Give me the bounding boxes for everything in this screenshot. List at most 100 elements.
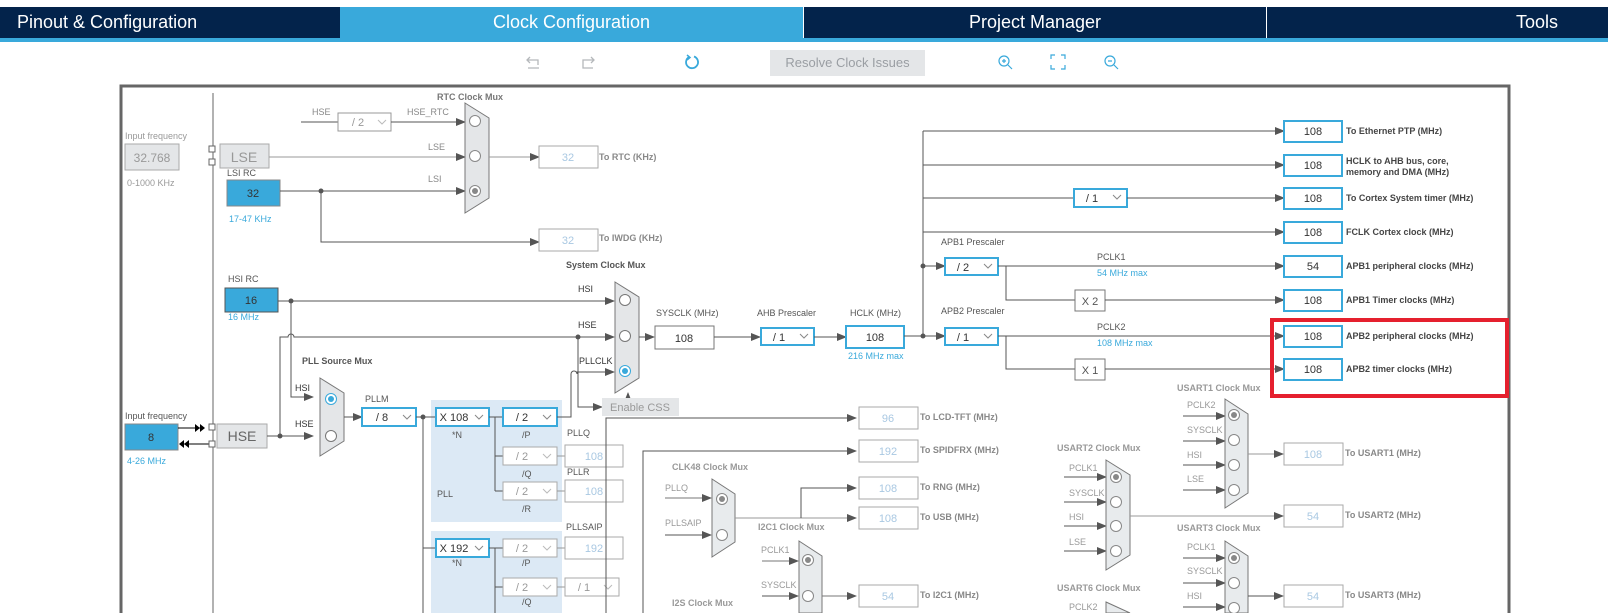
pll-source-radio-hse[interactable] (325, 430, 337, 442)
output-clock-box[interactable] (1283, 325, 1343, 348)
hse-to-sysmux-line (279, 333, 615, 436)
output-clock-value[interactable]: 108 (1304, 193, 1322, 205)
usart1-radio-hsi[interactable] (1228, 459, 1240, 471)
chevron-down-icon (983, 333, 993, 339)
pllm-select[interactable] (361, 407, 417, 427)
pll-source-mux-title: PLL Source Mux (302, 356, 372, 366)
pllr-output-value: 108 (585, 486, 603, 498)
pll-p-value[interactable]: / 2 (516, 412, 528, 424)
hse-rtc-divider-select[interactable] (337, 112, 392, 132)
output-clock-value[interactable]: 108 (1304, 227, 1322, 239)
output-clock-value[interactable]: 54 (1307, 261, 1319, 273)
i2c1-radio-sysclk[interactable] (802, 590, 814, 602)
usart2-radio-sysclk[interactable] (1110, 496, 1122, 508)
usart3-in-sysclk-label: SYSCLK (1187, 566, 1223, 576)
apb2-prescaler-value[interactable]: / 1 (957, 332, 969, 344)
lse-pin (208, 145, 216, 153)
hclk-input[interactable] (845, 325, 905, 349)
hclk-value[interactable]: 108 (866, 332, 884, 344)
apb2-timer-line (1005, 336, 1075, 370)
output-clock-value[interactable]: 108 (1304, 364, 1322, 376)
output-clock-box[interactable] (1283, 289, 1343, 312)
usart2-radio-hsi[interactable] (1110, 520, 1122, 532)
pll-r-value[interactable]: / 2 (516, 486, 528, 498)
undo-icon[interactable] (524, 52, 544, 72)
pll-q-value[interactable]: / 2 (516, 451, 528, 463)
clk48-radio-pllsaip[interactable] (716, 529, 728, 541)
usart3-in-hsi-label: HSI (1187, 591, 1202, 601)
clk48-clock-mux (711, 478, 736, 558)
hse-input-value[interactable]: 8 (148, 432, 154, 444)
output-clock-box[interactable] (1283, 358, 1343, 381)
enable-css-label[interactable]: Enable CSS (610, 402, 670, 414)
resolve-clock-issues-button[interactable]: Resolve Clock Issues (770, 50, 925, 76)
pllsai-q-label: /Q (522, 597, 532, 607)
output-clock-value[interactable]: 108 (1304, 126, 1322, 138)
zoom-in-icon[interactable] (995, 52, 1015, 72)
chevron-down-icon (542, 488, 552, 494)
peripheral-clock-value: 96 (882, 413, 894, 425)
hse-input-field[interactable] (124, 423, 179, 451)
sysmux-radio-hsi[interactable] (619, 294, 631, 306)
pllm-value[interactable]: / 8 (376, 412, 388, 424)
usart2-radio-lse[interactable] (1110, 545, 1122, 557)
tab-project-manager[interactable]: Project Manager (968, 12, 1102, 32)
lse-input-field[interactable] (124, 143, 180, 171)
usart1-in-hsi-label: HSI (1187, 450, 1202, 460)
apb1-prescaler-value[interactable]: / 2 (957, 262, 969, 274)
pllsai-q-div-value[interactable]: / 1 (578, 582, 590, 594)
tab-clock-configuration[interactable]: Clock Configuration (340, 7, 803, 38)
output-clock-box[interactable] (1283, 120, 1343, 143)
output-clock-box[interactable] (1283, 221, 1343, 244)
usart1-radio-sysclk[interactable] (1228, 434, 1240, 446)
tab-divider (803, 7, 804, 38)
output-clock-box[interactable] (1283, 154, 1343, 177)
rtc-output-value: 32 (562, 152, 574, 164)
pllsai-q-div-select[interactable] (564, 577, 620, 597)
usart3-radio-sysclk[interactable] (1228, 577, 1240, 589)
redo-icon[interactable] (577, 52, 597, 72)
peripheral-clock-box (858, 406, 919, 430)
cortex-timer-divider-select[interactable] (1073, 188, 1128, 208)
output-clock-value[interactable]: 108 (1304, 160, 1322, 172)
ahb-prescaler-value[interactable]: / 1 (773, 332, 785, 344)
pllsai-q-value[interactable]: / 2 (516, 582, 528, 594)
cortex-timer-divider-value[interactable]: / 1 (1086, 193, 1098, 205)
tab-pinout-configuration[interactable]: Pinout & Configuration (17, 12, 198, 32)
i2c1-mux-title: I2C1 Clock Mux (758, 522, 825, 532)
pllsai-p-value[interactable]: / 2 (516, 543, 528, 555)
output-clock-label: HCLK to AHB bus, core, (1346, 156, 1449, 166)
fit-to-screen-icon[interactable] (1048, 52, 1068, 72)
apb1-timer-line (1005, 266, 1075, 301)
zoom-out-icon[interactable] (1101, 52, 1121, 72)
iwdg-output-value: 32 (562, 235, 574, 247)
usart3-radio-hsi[interactable] (1228, 602, 1240, 613)
peripheral-clock-box (858, 439, 919, 463)
hse-rtc-divider-value[interactable]: / 2 (352, 117, 364, 129)
tab-tools[interactable]: Tools (1515, 12, 1558, 32)
pllsai-n-value[interactable]: X 192 (440, 543, 469, 555)
pll-n-value[interactable]: X 108 (440, 412, 469, 424)
output-clock-box[interactable] (1283, 187, 1343, 210)
usart1-radio-lse[interactable] (1228, 484, 1240, 496)
output-clock-value[interactable]: 108 (1304, 295, 1322, 307)
chevron-down-icon (542, 414, 552, 420)
output-clock-value[interactable]: 108 (1304, 331, 1322, 343)
enable-css-button[interactable] (602, 398, 679, 416)
sysmux-radio-hse[interactable] (619, 330, 631, 342)
lse-input-value[interactable]: 32.768 (134, 151, 171, 165)
pllsai-p-label: /P (522, 558, 531, 568)
refresh-icon[interactable] (682, 52, 702, 72)
lsi-value-box (226, 179, 281, 207)
rtc-mux-radio-hse[interactable] (469, 115, 481, 127)
hsi-value-box (224, 287, 279, 313)
rtc-mux-radio-lse[interactable] (469, 150, 481, 162)
output-clock-box[interactable] (1283, 255, 1343, 278)
hse-input-label: Input frequency (125, 411, 188, 421)
chevron-down-icon (377, 119, 387, 125)
apb2-prescaler-label: APB2 Prescaler (941, 306, 1005, 316)
hsi-value: 16 (245, 295, 257, 307)
apb1-timer-multiplier-value: X 2 (1082, 296, 1099, 308)
